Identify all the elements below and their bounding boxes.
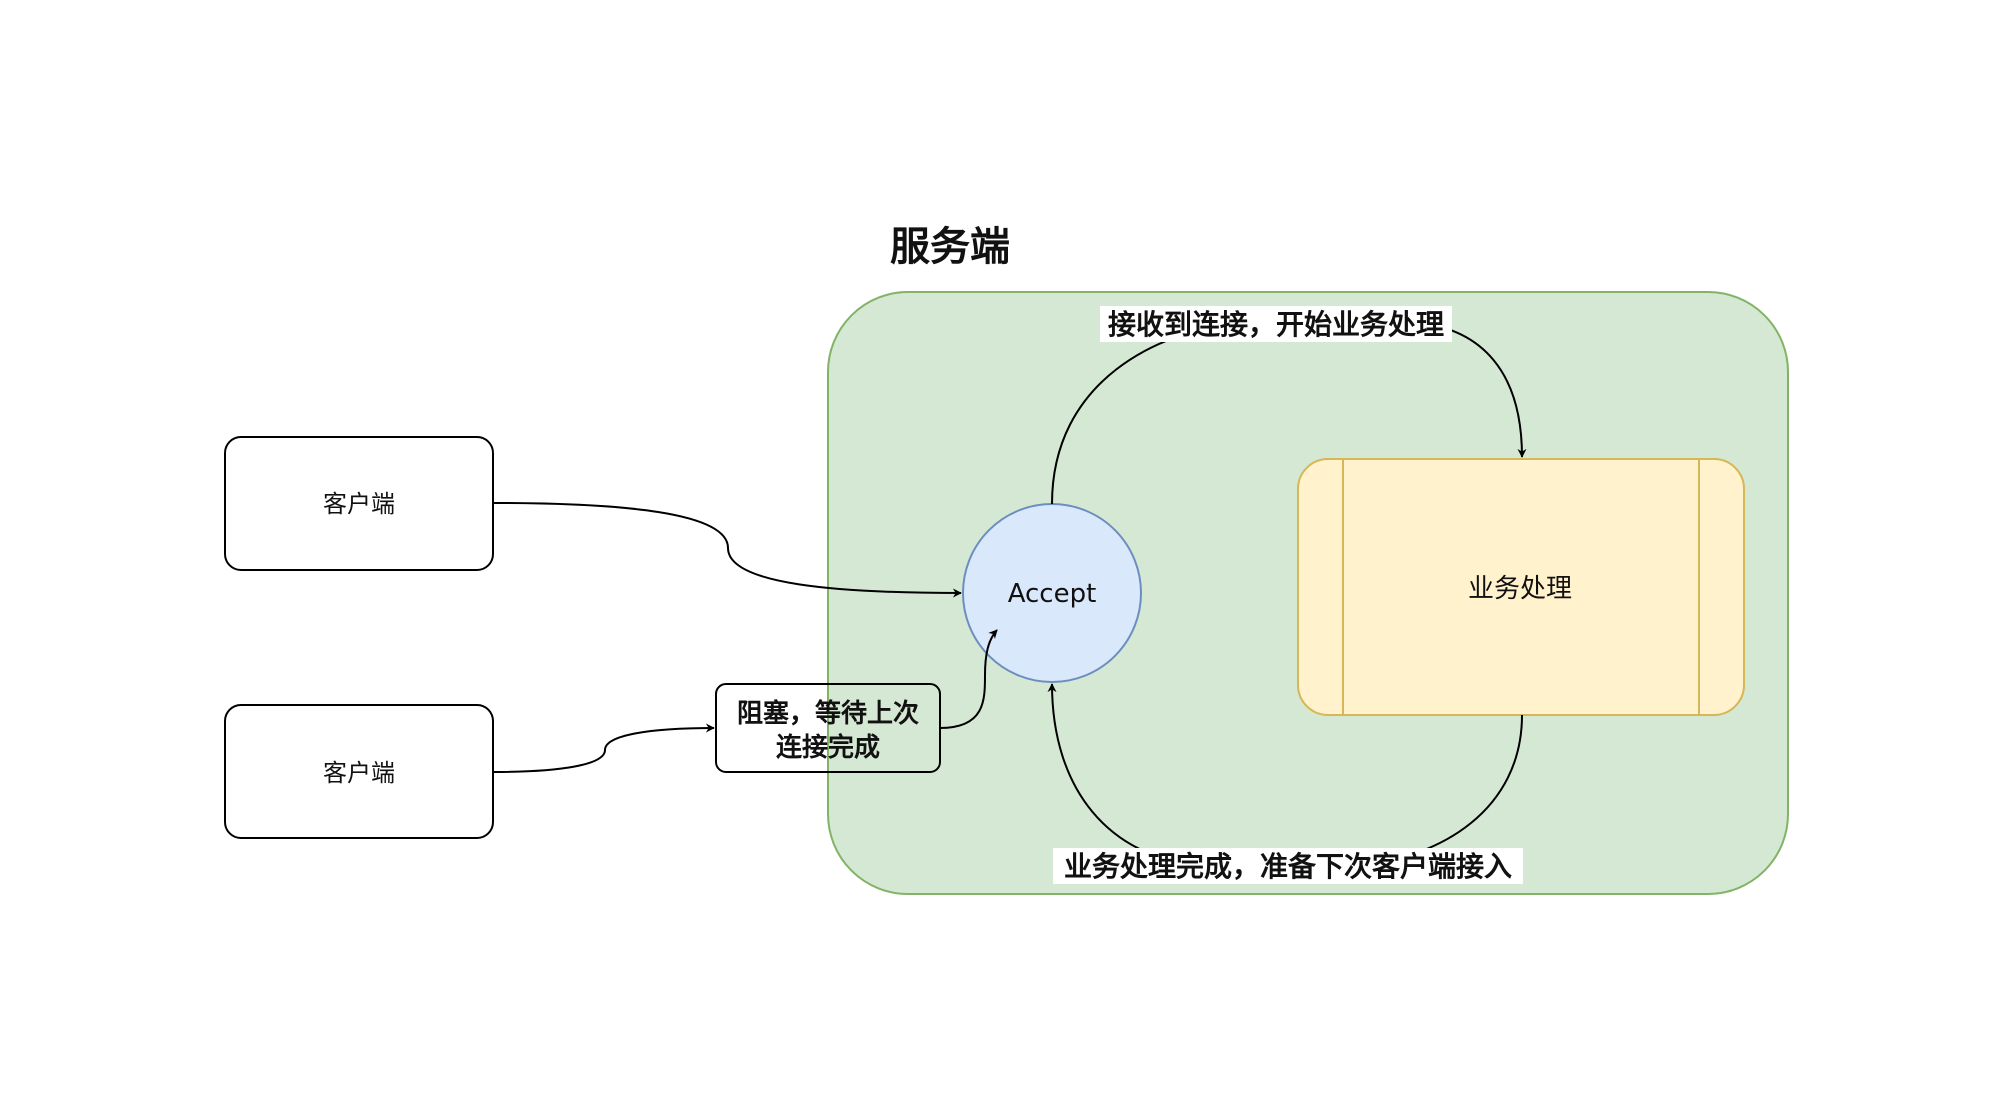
client-label-1: 客户端 xyxy=(323,490,395,518)
blocking-note-line-2: 连接完成 xyxy=(776,732,880,763)
edge-client2-to-note xyxy=(492,723,715,773)
edge-done-label-bg xyxy=(1053,848,1523,884)
server-title: 服务端 xyxy=(890,224,1010,270)
business-process-label: 业务处理 xyxy=(1468,574,1572,604)
client-label-2: 客户端 xyxy=(323,759,395,787)
edge-connect-label: 接收到连接，开始业务处理 xyxy=(1108,308,1444,341)
edge-connect-label-bg xyxy=(1100,306,1452,342)
edge-done-label: 业务处理完成，准备下次客户端接入 xyxy=(1064,850,1512,883)
blocking-note-box xyxy=(715,683,941,773)
edge-note-to-accept xyxy=(939,629,998,729)
edge-client1-to-accept xyxy=(492,502,962,598)
accept-label: Accept xyxy=(1008,579,1097,609)
blocking-note-line-1: 阻塞，等待上次 xyxy=(737,698,919,729)
